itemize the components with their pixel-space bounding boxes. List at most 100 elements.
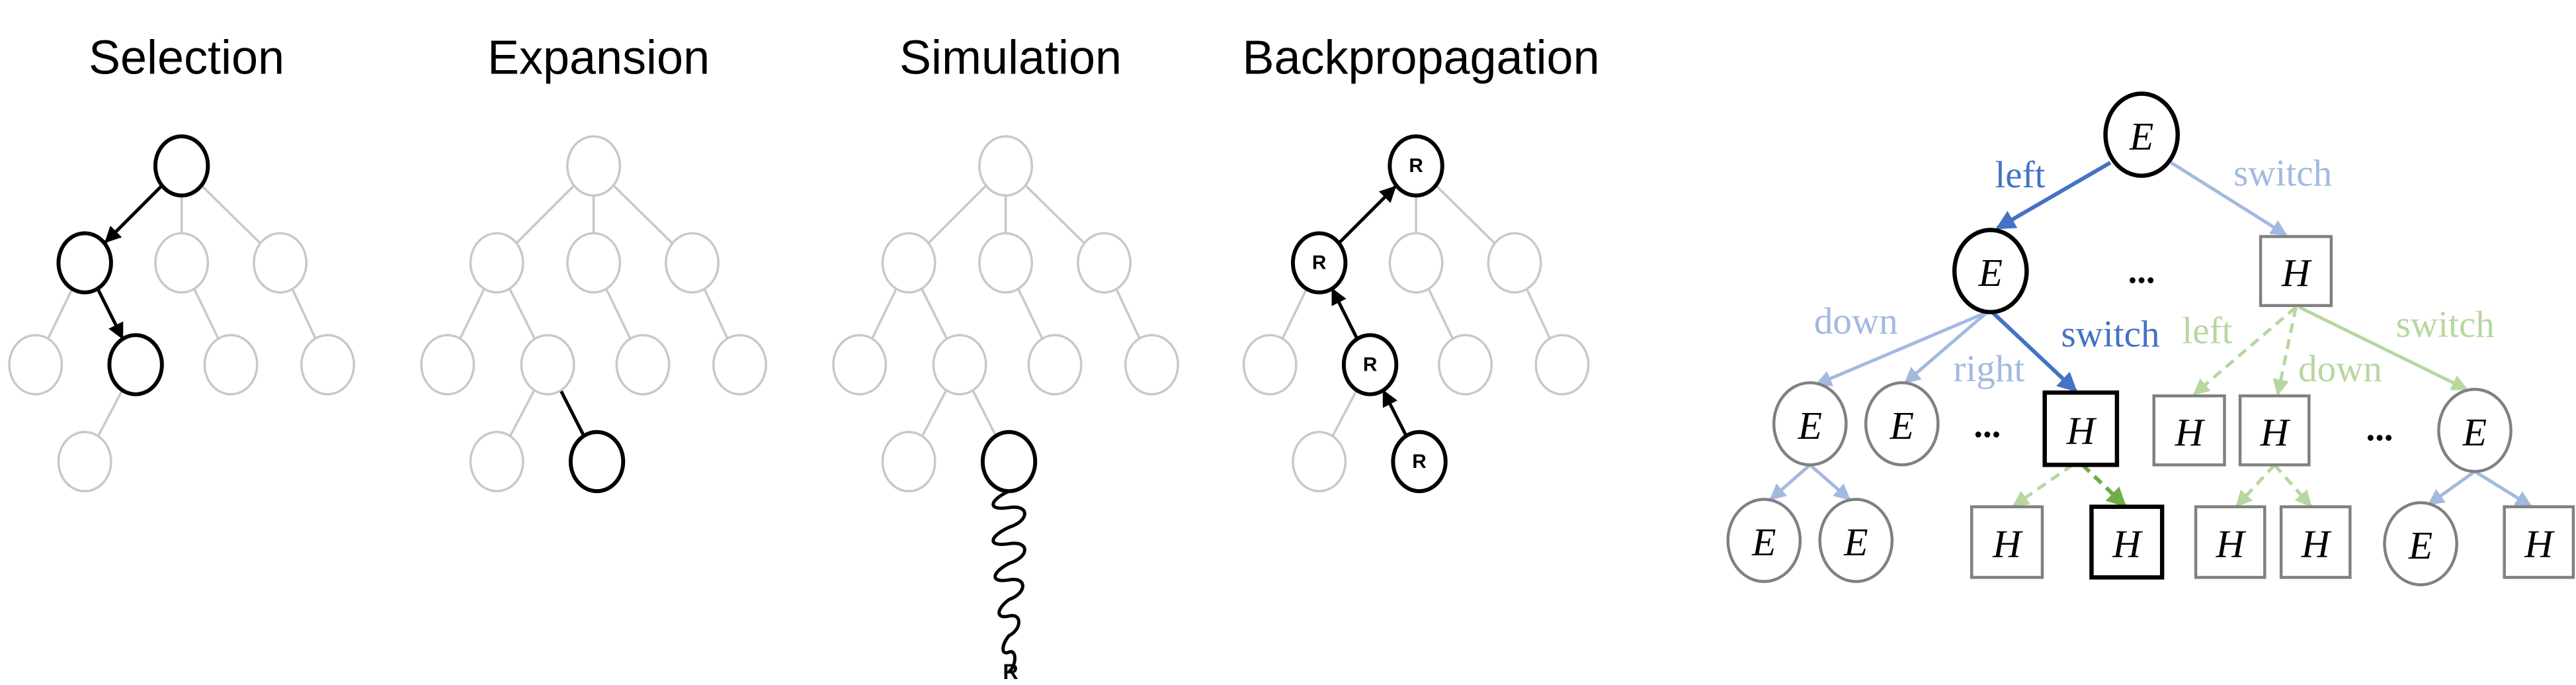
tree-node	[520, 334, 575, 396]
active-node	[1341, 333, 1399, 396]
env-node-selected: E	[1952, 228, 2029, 314]
circle-node-shape	[1726, 498, 1802, 583]
square-node-shape	[2194, 505, 2266, 579]
human-node: H	[2194, 505, 2266, 579]
env-node: E	[1864, 381, 1940, 467]
edge-child	[1809, 463, 1851, 501]
edge-child	[2012, 463, 2074, 508]
node-label: E	[1978, 251, 2003, 295]
panel-expansion: Expansion	[420, 32, 767, 494]
tree-node	[420, 334, 476, 396]
tree-edge	[1281, 288, 1308, 340]
circle-node-shape	[1818, 498, 1894, 583]
node-label: H	[2216, 522, 2247, 566]
square-node-shape	[2279, 505, 2352, 579]
tree-node	[881, 232, 936, 294]
square-node-shape	[2089, 504, 2165, 580]
human-node: H	[2503, 505, 2575, 579]
tree-edge	[871, 288, 897, 340]
active-node	[568, 430, 626, 494]
panel-title: Backpropagation	[1242, 32, 1599, 85]
panel-title: Expansion	[487, 32, 710, 85]
node-label: E	[2408, 524, 2432, 567]
edge-label-root-left: left	[1995, 154, 2045, 196]
tree-edge	[97, 389, 124, 437]
tree-edge	[47, 288, 73, 340]
edge-switch	[2170, 161, 2288, 237]
circle-node-shape	[2437, 388, 2513, 473]
tree-edge	[516, 185, 575, 244]
tree-edge	[613, 185, 673, 244]
selection-arrow	[96, 288, 124, 340]
edge-switch-selected	[1991, 310, 2078, 392]
tree-node	[978, 135, 1034, 197]
tree-node	[1077, 232, 1132, 294]
reward-label: R	[1409, 155, 1423, 177]
node-label: H	[1992, 522, 2023, 566]
tree-edge	[604, 288, 632, 340]
node-label: H	[2175, 410, 2206, 454]
reward-label: R	[1312, 252, 1327, 274]
ellipsis: ...	[1974, 404, 2001, 445]
edge-label-h-left: left	[2182, 310, 2232, 352]
tree-edge	[192, 288, 220, 340]
tree-node	[1534, 334, 1590, 396]
circle-node-shape	[2103, 91, 2180, 178]
tree-edge	[703, 288, 729, 340]
ellipsis: ...	[2366, 408, 2393, 448]
tree-node	[1242, 334, 1298, 396]
tree-edge	[1017, 288, 1044, 340]
tree-node	[1292, 431, 1347, 492]
edge-label-root-switch: switch	[2233, 152, 2332, 194]
circle-node-shape	[1772, 381, 1848, 467]
tree-node	[566, 232, 622, 294]
tree-edge	[1025, 185, 1085, 244]
node-label: H	[2260, 410, 2291, 454]
reward-label: R	[1412, 451, 1427, 473]
edge-switch-green	[2298, 305, 2468, 391]
tree-node	[566, 135, 622, 197]
tree-edge	[459, 288, 485, 340]
tree-node	[469, 431, 524, 492]
human-node: H	[2279, 505, 2352, 579]
edge-child	[1769, 463, 1811, 501]
active-node	[56, 231, 113, 295]
edge-child	[2273, 463, 2312, 508]
env-node: E	[1772, 381, 1848, 467]
tree-edge	[509, 389, 536, 437]
node-label: H	[2281, 251, 2312, 295]
tree-node	[154, 232, 210, 294]
square-node-shape	[2238, 394, 2311, 467]
env-node: E	[2437, 388, 2513, 473]
square-node-shape	[2259, 235, 2333, 307]
node-label: E	[1798, 404, 1822, 447]
tree-edge	[1427, 288, 1454, 340]
env-node: E	[1726, 498, 1802, 583]
edge-left-green	[2192, 306, 2298, 396]
active-node	[1290, 231, 1348, 295]
panel-selection: Selection	[8, 32, 355, 492]
env-node-selected: E	[2103, 91, 2180, 178]
active-node	[1388, 134, 1444, 198]
tree-node	[881, 431, 936, 492]
tree-node	[615, 334, 671, 396]
square-node-shape	[2042, 390, 2120, 467]
node-label: H	[2524, 522, 2555, 566]
edge-label-h-switch: switch	[2396, 304, 2495, 345]
tree-edge	[201, 185, 261, 244]
node-label: H	[2066, 408, 2097, 452]
tree-node	[932, 334, 987, 396]
edge-down-green	[2272, 306, 2298, 396]
human-node: H	[1970, 505, 2044, 579]
backprop-arrow	[1331, 287, 1358, 340]
edge-child	[2427, 470, 2476, 506]
tree-node	[1124, 334, 1179, 396]
expanded-edge	[559, 389, 586, 437]
square-node-shape	[2503, 505, 2575, 579]
tree-node	[300, 334, 355, 396]
tree-node	[1487, 232, 1542, 294]
tree-edge	[291, 288, 317, 340]
edge-child	[2235, 463, 2276, 508]
